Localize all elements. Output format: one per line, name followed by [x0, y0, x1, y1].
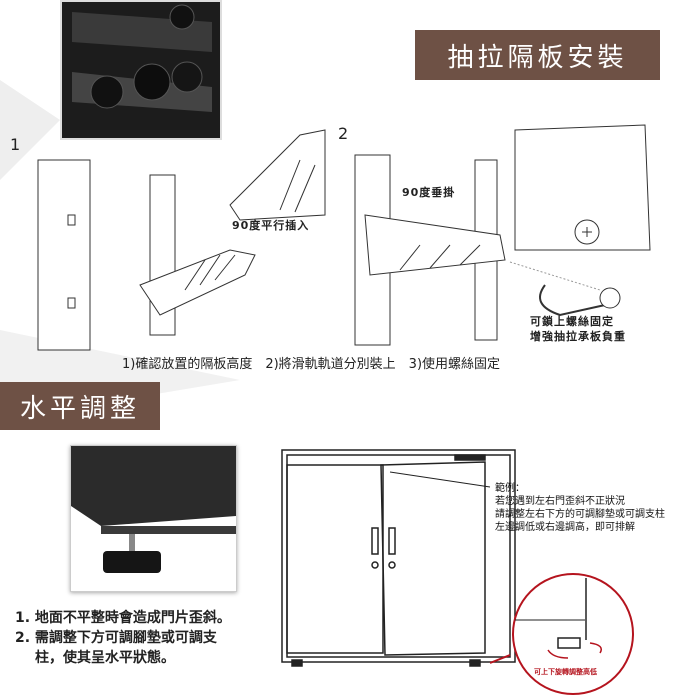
- section-title-drawer-install: 抽拉隔板安裝: [415, 30, 660, 80]
- label-parallel-insert: 90度平行插入: [232, 219, 310, 232]
- step-1-number: 1: [10, 135, 21, 154]
- level-instructions: 1. 地面不平整時會造成門片歪斜。 2. 需調整下方可調腳墊或可調支 柱，使其呈…: [15, 608, 231, 668]
- screw-note-line2: 增強抽拉承板負重: [530, 330, 626, 343]
- leveling-foot-photo: [70, 445, 237, 592]
- example-line: 請調整左右下方的可調腳墊或可調支柱: [495, 509, 665, 520]
- example-line: 若您遇到左右門歪斜不正狀況: [495, 496, 625, 507]
- rail-post: [37, 159, 91, 351]
- label-vertical-hang: 90度垂掛: [402, 186, 456, 199]
- instruction-line: 柱，使其呈水平狀態。: [35, 650, 175, 666]
- instruction-line: 1. 地面不平整時會造成門片歪斜。: [15, 610, 231, 626]
- foot-caption: 可上下旋轉調整高低: [534, 668, 597, 676]
- example-line: 範例：: [495, 483, 525, 494]
- shelf-photo: [60, 0, 222, 140]
- step-2-number: 2: [338, 124, 349, 143]
- example-line: 左邊調低或右邊調高，即可排解: [495, 522, 635, 533]
- section-title-level-adjust: 水平調整: [0, 382, 160, 430]
- example-note: 範例： 若您遇到左右門歪斜不正狀況 請調整左右下方的可調腳墊或可調支柱 左邊調低…: [495, 482, 665, 534]
- steps-caption: 1)確認放置的隔板高度 2)將滑軌軌道分別裝上 3)使用螺絲固定: [122, 357, 501, 372]
- instruction-line: 2. 需調整下方可調腳墊或可調支: [15, 630, 217, 646]
- screw-note-line1: 可鎖上螺絲固定: [530, 315, 614, 328]
